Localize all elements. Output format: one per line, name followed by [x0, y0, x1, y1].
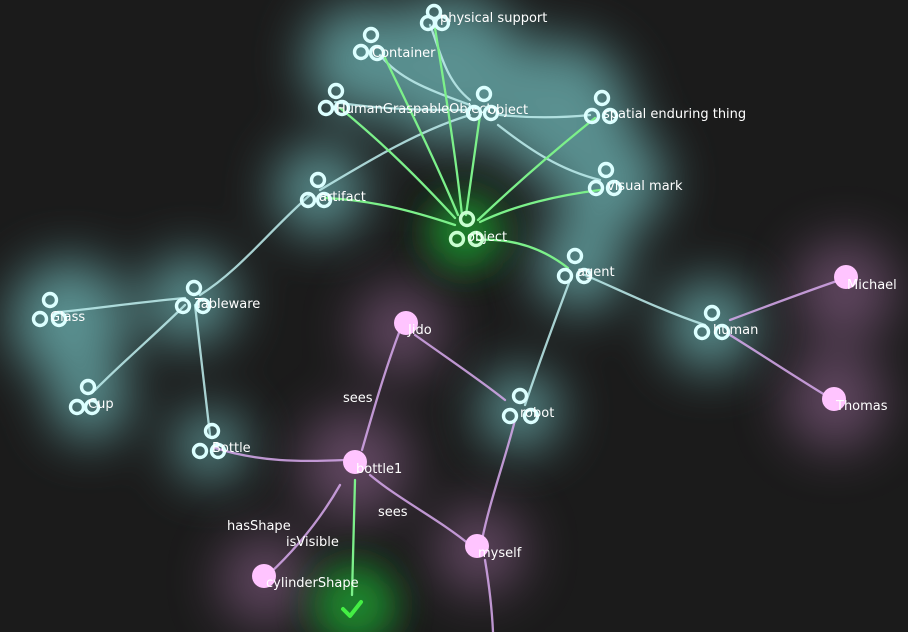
node-agent[interactable]: agent	[556, 247, 615, 285]
node-object-focus[interactable]: object	[448, 210, 508, 248]
instance-edges	[213, 278, 842, 632]
node-tableware[interactable]: Tableware	[174, 279, 261, 315]
edge-label-sees: sees	[378, 505, 408, 520]
check-icon[interactable]	[341, 600, 363, 618]
edge-label-layer: sees hasShape isVisible sees	[227, 391, 408, 550]
edge-layer	[58, 23, 842, 632]
node-label: Tableware	[194, 297, 260, 312]
node-cup[interactable]: Cup	[68, 378, 114, 416]
node-label: visual mark	[607, 179, 683, 194]
node-label: robot	[520, 406, 554, 421]
node-bottle[interactable]: Bottle	[191, 422, 251, 460]
node-label: Jido	[407, 323, 432, 338]
node-jido[interactable]: Jido	[394, 311, 432, 338]
node-human[interactable]: human	[693, 304, 759, 341]
node-label: Bottle	[212, 441, 251, 456]
node-label: cylinderShape	[266, 576, 359, 591]
node-object-top[interactable]: object	[465, 85, 529, 122]
node-glass[interactable]: Glass	[31, 291, 86, 328]
node-label: spatial enduring thing	[603, 107, 746, 122]
node-label: Michael	[847, 278, 897, 293]
node-spatial-enduring-thing[interactable]: spatial enduring thing	[583, 89, 747, 125]
node-container[interactable]: Container	[352, 26, 437, 62]
edge-label-hasshape: hasShape	[227, 519, 291, 534]
node-label: physical support	[440, 11, 547, 26]
node-label: Thomas	[835, 399, 888, 414]
node-label: Glass	[50, 310, 85, 325]
node-label: Container	[372, 46, 436, 61]
node-label: Cup	[88, 397, 114, 412]
node-artifact[interactable]: artifact	[299, 171, 366, 209]
node-bottle1[interactable]: bottle1	[343, 450, 402, 477]
glow-layer	[10, 0, 895, 632]
node-label: artifact	[319, 190, 366, 205]
node-label: object	[467, 230, 507, 245]
node-robot[interactable]: robot	[501, 387, 555, 425]
node-layer: physical support Container HumanGraspabl…	[31, 3, 897, 618]
edge-label-sees: sees	[343, 391, 373, 406]
node-visual-mark[interactable]: visual mark	[587, 161, 684, 197]
edge-label-isvisible: isVisible	[286, 535, 339, 550]
node-myself[interactable]: myself	[465, 534, 522, 561]
node-label: object	[488, 103, 528, 118]
class-edges	[58, 23, 707, 437]
node-label: agent	[577, 265, 615, 280]
node-label: myself	[478, 546, 522, 561]
isvisible-edge	[350, 478, 357, 597]
node-michael[interactable]: Michael	[834, 265, 897, 293]
node-human-graspable-object[interactable]: HumanGraspableObject	[317, 82, 492, 118]
node-thomas[interactable]: Thomas	[822, 387, 888, 414]
node-label: bottle1	[356, 462, 402, 477]
node-cylinder-shape[interactable]: cylinderShape	[252, 564, 359, 591]
node-label: HumanGraspableObject	[336, 102, 491, 117]
node-label: human	[713, 323, 758, 338]
node-physical-support[interactable]: physical support	[419, 3, 548, 32]
focus-edges	[323, 26, 602, 270]
